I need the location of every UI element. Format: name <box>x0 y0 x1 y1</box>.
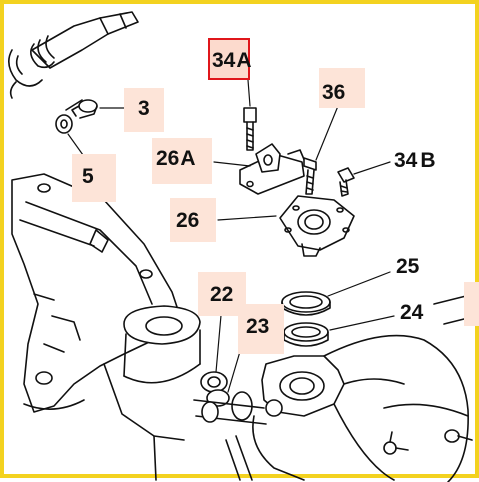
callout-24: 24 <box>400 302 423 323</box>
exploded-parts-drawing <box>8 11 477 482</box>
callout-23: 23 <box>246 316 269 337</box>
washer-5-drawing <box>55 114 73 134</box>
callout-34b-suffix: B <box>420 149 436 172</box>
callout-36-number: 36 <box>322 81 346 104</box>
callout-25: 25 <box>396 256 419 277</box>
bolt-3-drawing <box>65 99 98 119</box>
kingpin-boss-drawing <box>123 305 201 384</box>
callout-5-number: 5 <box>82 165 94 188</box>
callout-26-number: 26 <box>176 209 200 232</box>
callout-3-number: 3 <box>138 97 150 120</box>
callout-3: 3 <box>138 98 150 119</box>
callout-bg-edge <box>464 282 479 326</box>
callout-26a: 26A <box>156 148 196 169</box>
callout-bg-26a <box>152 138 212 184</box>
hub-assembly-drawing <box>225 293 477 482</box>
callout-22-number: 22 <box>210 283 234 306</box>
callout-25-number: 25 <box>396 255 420 278</box>
callout-bg-5 <box>72 154 116 202</box>
bolt-34a-drawing <box>243 107 257 151</box>
callout-5: 5 <box>82 166 94 187</box>
callout-26a-number: 26 <box>156 147 180 170</box>
axle-beam-drawing <box>11 173 185 481</box>
callout-34a: 34A <box>212 50 252 71</box>
callout-bg-3 <box>124 88 164 132</box>
bearing-24-drawing <box>283 322 329 347</box>
bolt-34b-drawing <box>337 167 355 197</box>
callout-26a-suffix: A <box>180 147 196 170</box>
bolt-36-drawing <box>303 157 317 195</box>
bearing-23-drawing <box>193 391 267 425</box>
callout-34a-number: 34 <box>212 49 236 72</box>
callout-bg-26 <box>170 198 216 242</box>
callout-22: 22 <box>210 284 233 305</box>
callout-bg-23 <box>238 304 284 354</box>
highlighted-callout-box <box>208 38 250 80</box>
seal-25-drawing <box>281 291 331 316</box>
callout-34a-suffix: A <box>236 49 252 72</box>
callout-23-number: 23 <box>246 315 270 338</box>
housing-26-drawing <box>279 195 355 257</box>
bracket-26a-drawing <box>239 143 307 195</box>
callout-bg-36 <box>319 68 365 108</box>
callout-26: 26 <box>176 210 199 231</box>
callout-24-number: 24 <box>400 301 424 324</box>
callout-34b-number: 34 <box>394 149 418 172</box>
drive-shaft-drawing <box>8 11 139 99</box>
callout-36: 36 <box>322 82 345 103</box>
